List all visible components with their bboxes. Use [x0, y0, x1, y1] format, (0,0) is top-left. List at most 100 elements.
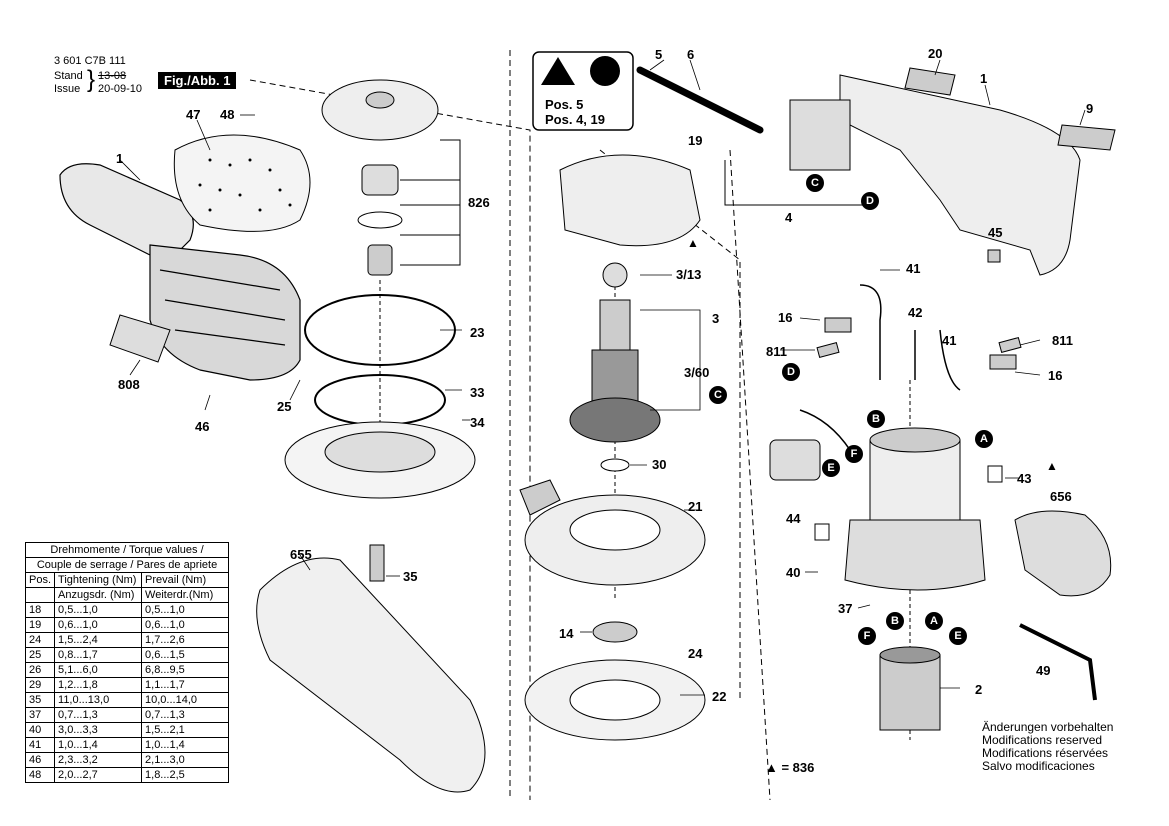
label-part-19: 19: [688, 133, 703, 148]
warning-triangle-icon: [541, 57, 575, 85]
label-part-43: 43: [1017, 471, 1032, 486]
part-small-box: [814, 523, 830, 541]
torque-head-blank: [24, 587, 56, 603]
torque-pos: 19: [24, 617, 56, 633]
switch-part: [789, 99, 851, 171]
badge-b-mid: B: [867, 410, 885, 428]
label-part-30: 30: [652, 457, 667, 472]
torque-prevail: 1,0...1,4: [141, 737, 230, 753]
note-en: Modifications reserved: [982, 733, 1103, 747]
label-part-1-handle: 1: [116, 151, 124, 166]
stator-assembly: [844, 427, 986, 591]
manual-icon: [590, 56, 620, 86]
label-part-656: 656: [1050, 489, 1072, 504]
label-part-4: 4: [785, 210, 793, 225]
label-part-21: 21: [688, 499, 703, 514]
torque-head-tight-1: Tightening (Nm): [54, 572, 143, 588]
label-part-35: 35: [403, 569, 418, 584]
base-21: [519, 479, 706, 586]
issue-label: Issue: [54, 83, 81, 95]
label-part-48: 48: [220, 107, 235, 122]
field-coil-2: [879, 646, 941, 731]
label-part-37: 37: [838, 601, 853, 616]
torque-head-prev-2: Weiterdr.(Nm): [141, 587, 230, 603]
note-fr: Modifications réservées: [982, 746, 1109, 760]
label-part-41b: 41: [942, 333, 957, 348]
badge-f-low: F: [858, 627, 876, 645]
part-number: 3 601 C7B 111: [54, 55, 126, 67]
torque-tightening: 5,1...6,0: [54, 662, 143, 678]
torque-tightening: 3,0...3,3: [54, 722, 143, 738]
torque-prevail: 0,6...1,5: [141, 647, 230, 663]
torque-prevail: 6,8...9,5: [141, 662, 230, 678]
torque-tightening: 0,5...1,0: [54, 602, 143, 618]
torque-prevail: 1,7...2,6: [141, 632, 230, 648]
dash-divider-3: [729, 149, 771, 801]
torque-title-2: Couple de serrage / Pares de apriete: [24, 557, 230, 573]
badge-d-mid: D: [782, 363, 800, 381]
label-part-47: 47: [186, 107, 201, 122]
badge-f-mid: F: [845, 445, 863, 463]
label-20: [904, 67, 956, 96]
stand-label: Stand: [54, 70, 83, 82]
torque-pos: 25: [24, 647, 56, 663]
badge-a-low: A: [925, 612, 943, 630]
torque-pos: 48: [24, 767, 56, 783]
torque-pos: 46: [24, 752, 56, 768]
torque-prevail: 1,8...2,5: [141, 767, 230, 783]
torque-head-tight-2: Anzugsdr. (Nm): [54, 587, 143, 603]
label-part-1-housing: 1: [980, 71, 988, 86]
hex-key-49: [1019, 623, 1097, 701]
stand-value: 13-08: [98, 70, 127, 82]
cable-part-6: [636, 66, 764, 134]
fan-assembly: [321, 79, 439, 276]
torque-tightening: 1,5...2,4: [54, 632, 143, 648]
label-part-40: 40: [786, 565, 801, 580]
torque-table: Drehmomente / Torque values / Couple de …: [24, 542, 230, 783]
brush-holders: [816, 317, 1022, 370]
torque-prevail: 0,6...1,0: [141, 617, 230, 633]
torque-prevail: 0,5...1,0: [141, 602, 230, 618]
torque-tightening: 0,8...1,7: [54, 647, 143, 663]
torque-pos: 41: [24, 737, 56, 753]
label-part-14: 14: [559, 626, 574, 641]
badge-c-mid: C: [709, 386, 727, 404]
torque-prevail: 1,5...2,1: [141, 722, 230, 738]
label-part-41a: 41: [906, 261, 921, 276]
fan-housing-part: [559, 154, 701, 247]
label-part-655: 655: [290, 547, 312, 562]
label-808-sticker: [109, 314, 171, 363]
torque-pos: 18: [24, 602, 56, 618]
torque-tightening: 2,3...3,2: [54, 752, 143, 768]
bearing-14: [592, 621, 638, 643]
cable-leads: [799, 284, 961, 451]
torque-pos: 24: [24, 632, 56, 648]
label-part-44: 44: [786, 511, 801, 526]
label-part-2: 2: [975, 682, 983, 697]
note-de: Änderungen vorbehalten: [982, 720, 1114, 734]
torque-head-pos: Pos.: [24, 572, 56, 588]
torque-pos: 40: [24, 722, 56, 738]
torque-table-wrap: Drehmomente / Torque values / Couple de …: [24, 542, 230, 783]
label-part-46: 46: [195, 419, 210, 434]
issue-value: 20-09-10: [98, 83, 143, 95]
torque-tightening: 1,2...1,8: [54, 677, 143, 693]
torque-tightening: 0,7...1,3: [54, 707, 143, 723]
part-43: [987, 465, 1003, 483]
label-part-3-60: 3/60: [684, 365, 710, 380]
label-part-9: 9: [1086, 101, 1094, 116]
leader-lines: [119, 59, 1086, 696]
bracket-glyph: }: [87, 66, 96, 93]
label-part-16b: 16: [1048, 368, 1063, 383]
label-part-3-13: 3/13: [676, 267, 702, 282]
badge-e-mid: E: [822, 459, 840, 477]
